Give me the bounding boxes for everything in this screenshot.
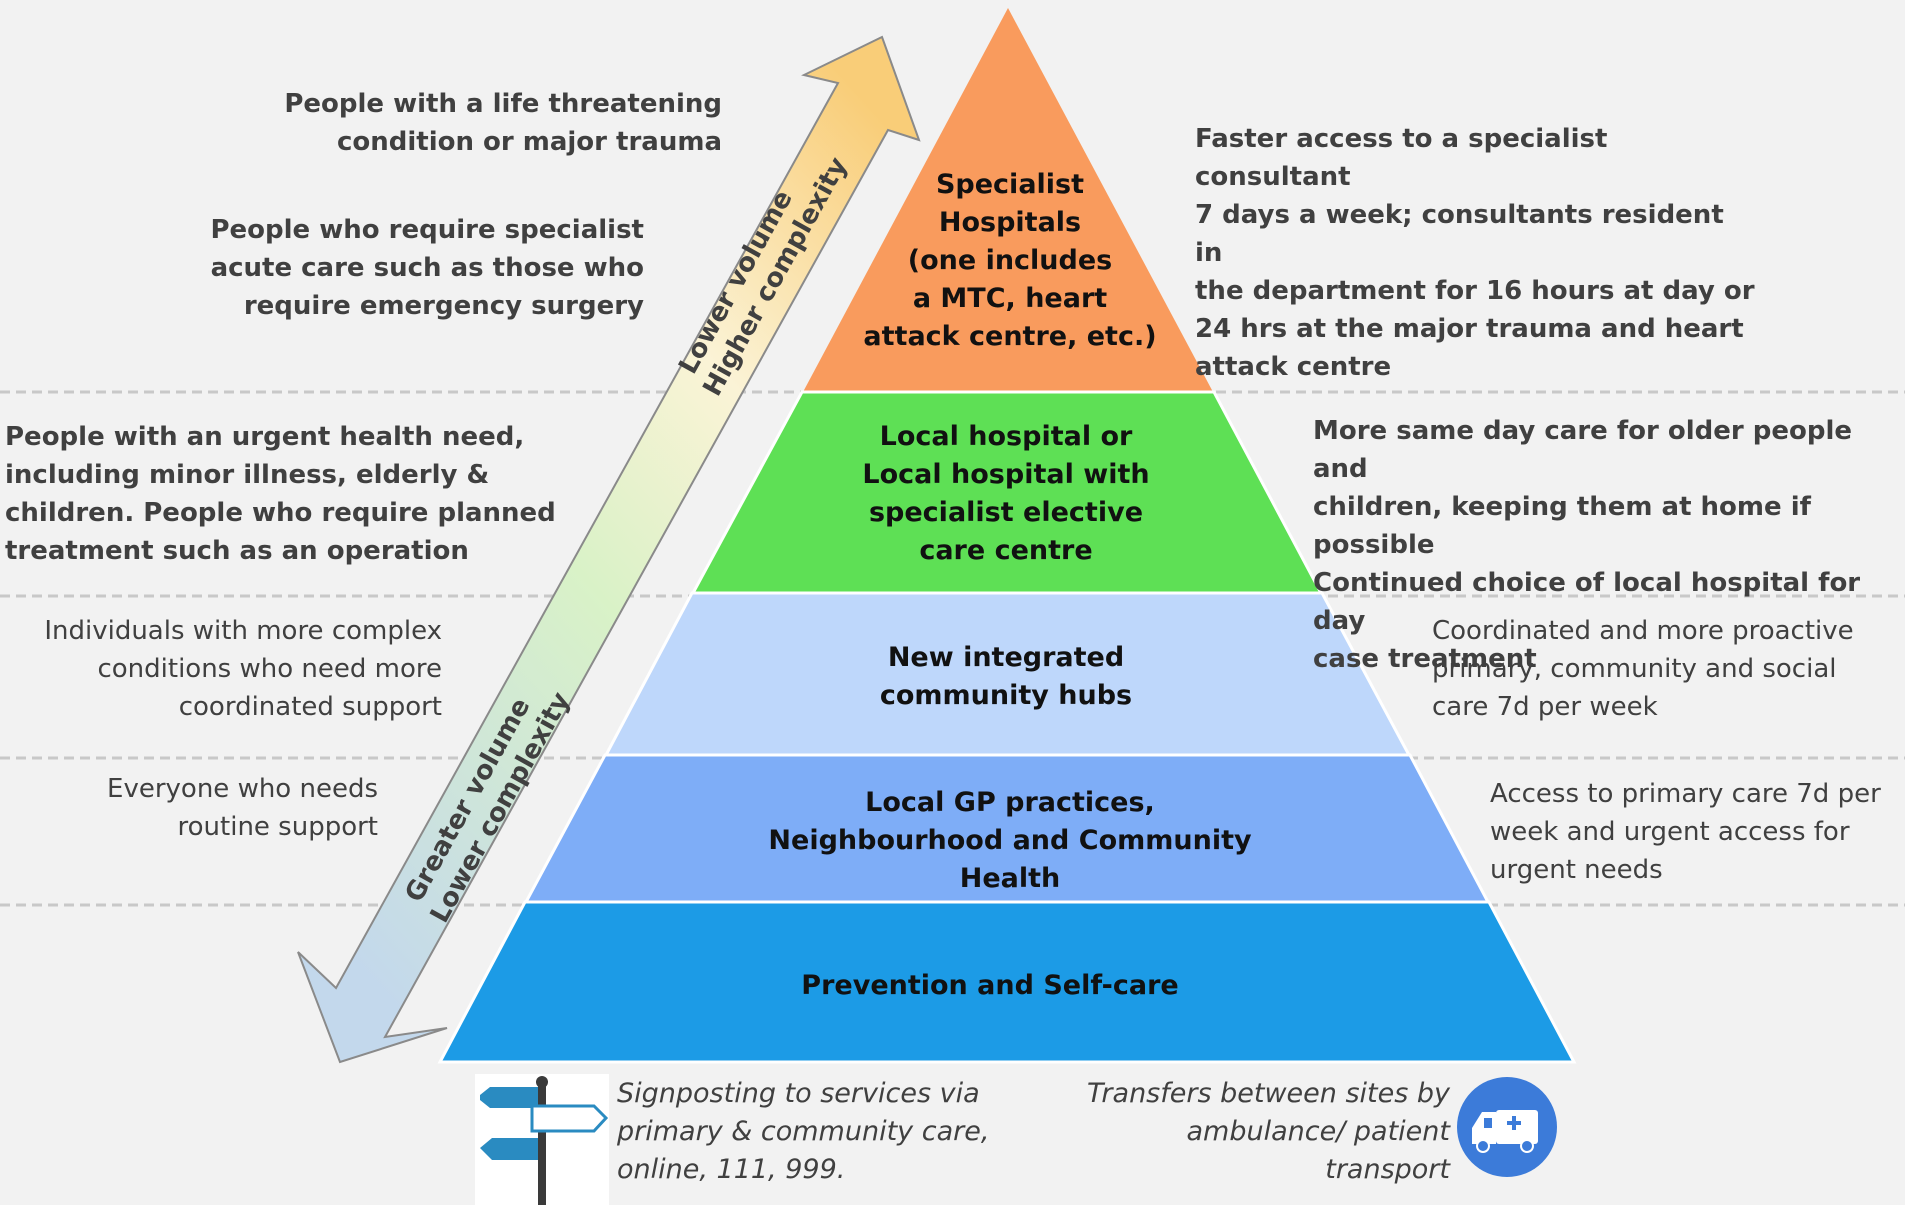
signpost-icon — [475, 1074, 609, 1205]
tier-specialist-label: Specialist Hospitals (one includes a MTC… — [863, 169, 1157, 352]
tier-specialist-shape — [803, 8, 1213, 392]
tier-community-hubs-label: New integrated community hubs — [879, 642, 1133, 711]
left-specialist-acute: People who require specialist acute care… — [210, 215, 644, 321]
tier-gp-label: Local GP practices, Neighbourhood and Co… — [768, 787, 1252, 894]
right-local-hospital: More same day care for older people and … — [1313, 416, 1861, 674]
footer-signposting: Signposting to services via primary & co… — [617, 1078, 990, 1185]
right-specialist: Faster access to a specialist consultant… — [1195, 124, 1755, 382]
right-community-hubs: Coordinated and more proactive primary, … — [1432, 616, 1854, 722]
tier-prevention-shape — [437, 900, 1577, 1064]
tier-local-hospital-label: Local hospital or Local hospital with sp… — [862, 421, 1150, 566]
left-life-threatening: People with a life threatening condition… — [284, 89, 722, 157]
right-gp: Access to primary care 7d per week and u… — [1490, 779, 1881, 885]
left-urgent-need: People with an urgent health need, inclu… — [5, 422, 556, 566]
volume-complexity-arrow — [297, 35, 921, 1064]
left-complex-conditions: Individuals with more complex conditions… — [44, 616, 442, 722]
tier-prevention-label: Prevention and Self-care — [801, 970, 1179, 1001]
ambulance-icon — [1457, 1077, 1557, 1177]
footer-transfers: Transfers between sites by ambulance/ pa… — [1087, 1078, 1450, 1185]
left-routine: Everyone who needs routine support — [107, 774, 378, 842]
